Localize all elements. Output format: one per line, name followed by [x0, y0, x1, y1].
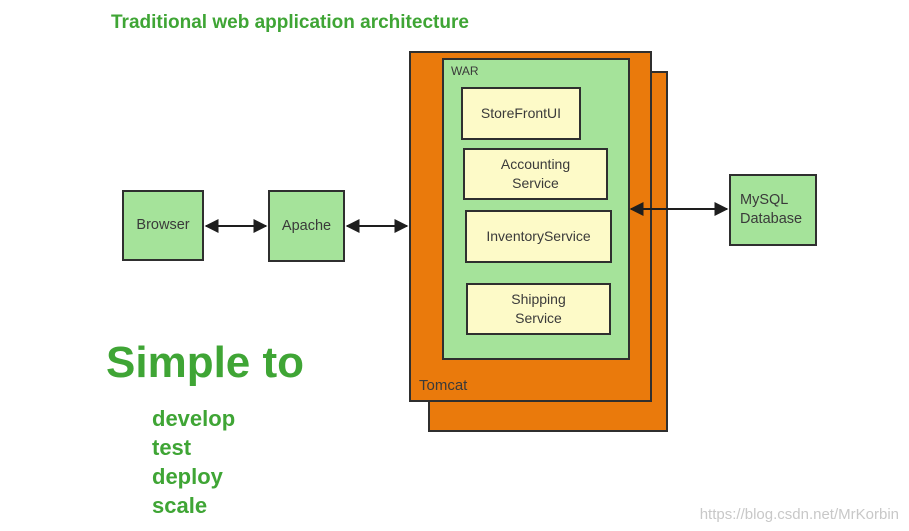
service-accounting: Accounting Service: [463, 148, 608, 200]
mysql-database-node: MySQL Database: [729, 174, 817, 246]
headline-simple-to: Simple to: [106, 338, 305, 387]
diagram-title: Traditional web application architecture: [111, 12, 469, 33]
benefit-item: test: [152, 435, 192, 460]
benefits-list: develop test deploy scale: [152, 404, 235, 520]
browser-node: Browser: [122, 190, 204, 261]
service-inventory: InventoryService: [465, 210, 612, 263]
apache-node: Apache: [268, 190, 345, 262]
service-shipping: Shipping Service: [466, 283, 611, 335]
benefit-item: deploy: [152, 464, 223, 489]
watermark-url: https://blog.csdn.net/MrKorbin: [699, 506, 899, 523]
service-storefrontui: StoreFrontUI: [461, 87, 581, 140]
benefit-item: develop: [152, 406, 236, 431]
war-label: WAR: [451, 64, 479, 78]
benefit-item: scale: [152, 493, 208, 518]
tomcat-label: Tomcat: [419, 377, 468, 394]
